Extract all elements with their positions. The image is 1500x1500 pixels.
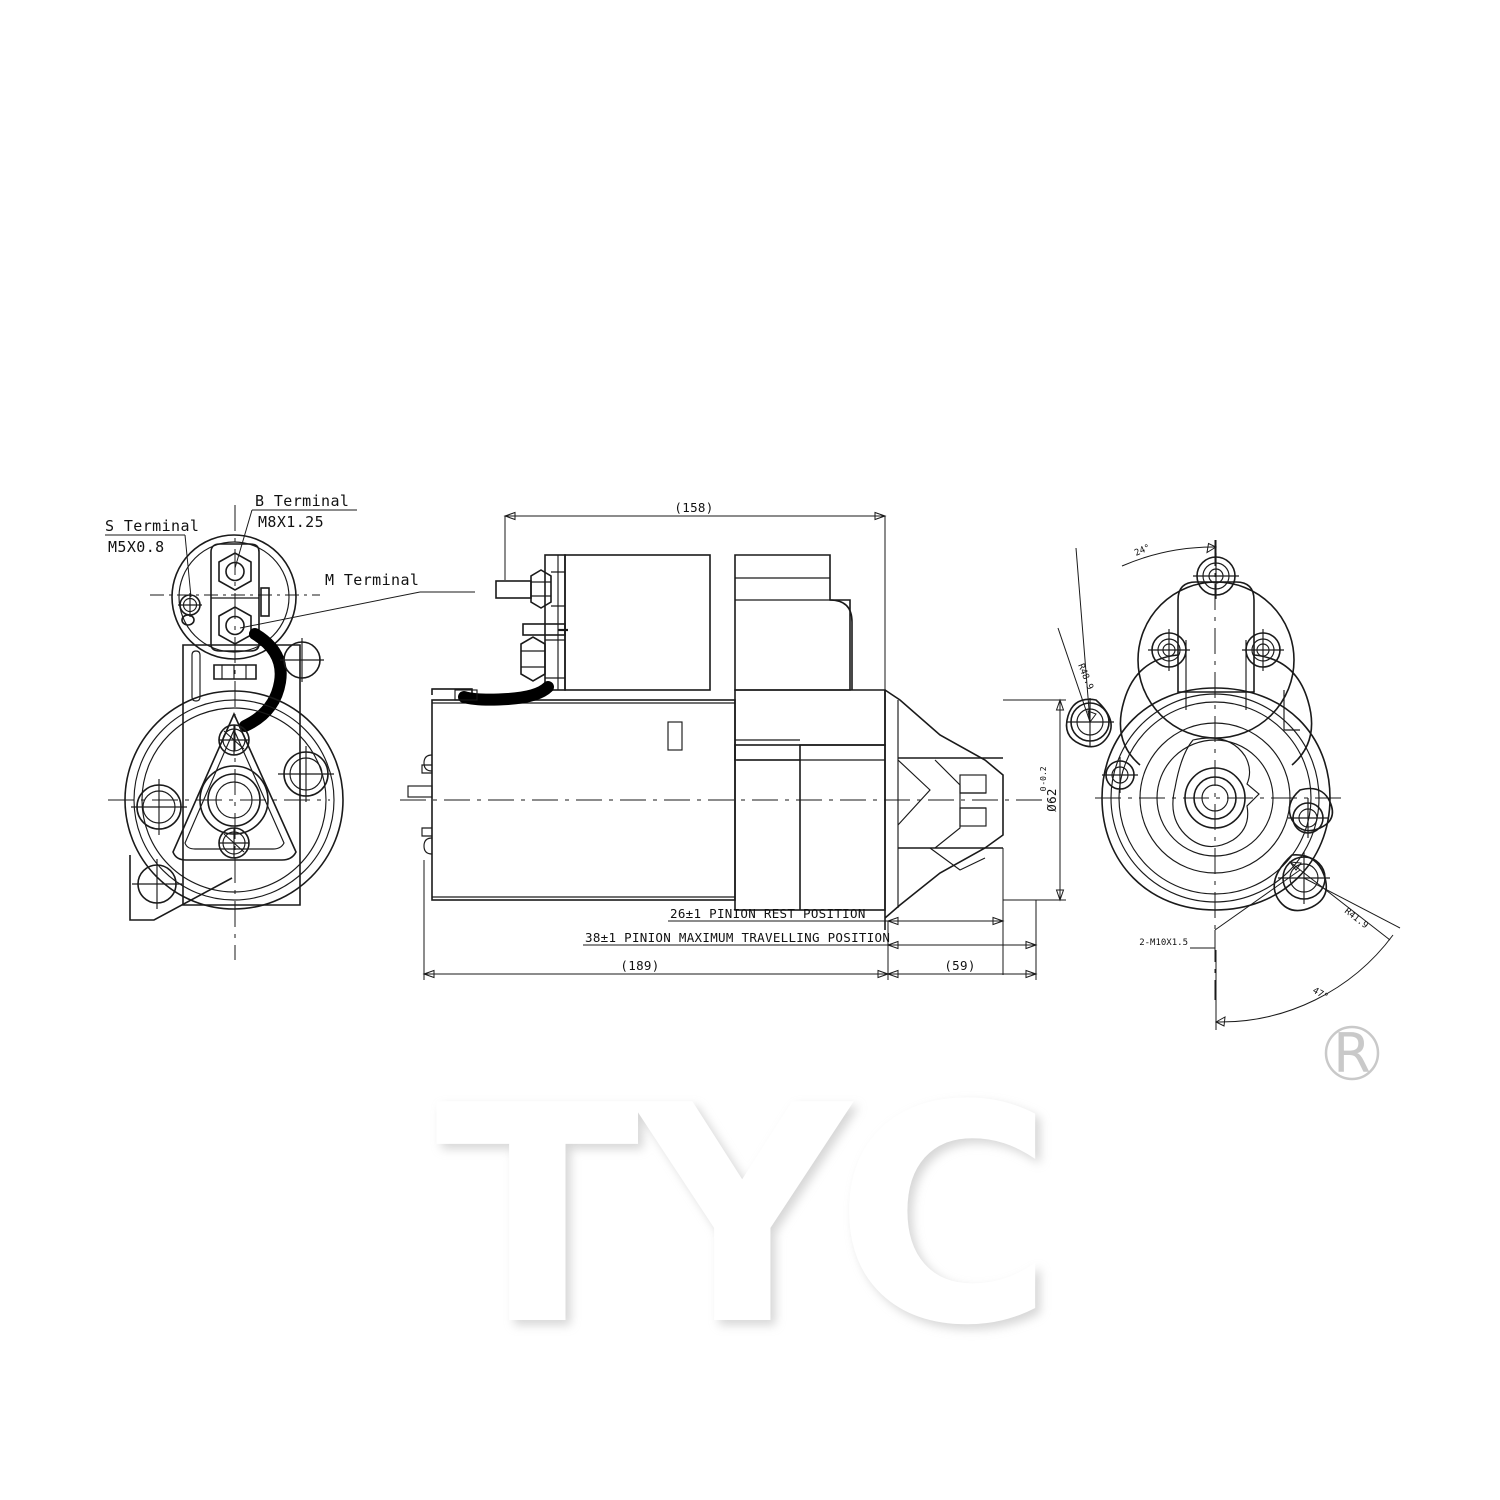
- dimension-label-pinion-rest: 26±1 PINION REST POSITION: [670, 906, 866, 921]
- m-terminal-stud: [225, 615, 245, 636]
- drive-end-ring-1: [1110, 693, 1320, 903]
- pinion-outer-circle: [1184, 767, 1246, 829]
- s-terminal-label-line2: M5X0.8: [108, 538, 165, 556]
- mount-boss-mid-left: [1102, 757, 1138, 793]
- b-terminal-label-line2: M8X1.25: [258, 513, 324, 531]
- dimension-label-pinion-max: 38±1 PINION MAXIMUM TRAVELLING POSITION: [585, 930, 890, 945]
- solenoid-tab: [260, 587, 270, 617]
- dimension-label-189: (189): [620, 958, 659, 973]
- housing-vent-slot: [191, 650, 201, 702]
- drive-end-outer-body: [1101, 687, 1331, 911]
- view-center-side-elevation: (158) Ø62 0 -0.2 26±1 PINION REST POSITI…: [400, 500, 1066, 980]
- motor-body-outer-circle: [124, 690, 344, 910]
- left-end-detail-1: [421, 764, 432, 774]
- annotation-m-terminal: M Terminal: [239, 571, 475, 629]
- s-terminal-lug: [181, 614, 195, 626]
- dimension-tolerance-upper: 0: [1039, 786, 1048, 791]
- drive-end-ring-2: [1118, 701, 1312, 895]
- cable-clamp: [454, 689, 478, 701]
- left-end-detail-2: [421, 827, 432, 837]
- pinion-mid-circle: [1193, 776, 1237, 820]
- motor-body-inner-circle: [133, 699, 335, 901]
- solenoid-bracket-top: [1177, 581, 1255, 693]
- b-terminal-stud: [225, 561, 245, 582]
- registered-trademark-mark: R: [1324, 1022, 1380, 1085]
- center-bore-mid: [207, 773, 261, 827]
- mount-boss-left: [131, 779, 187, 835]
- solenoid-outer-circle: [171, 534, 297, 660]
- b-terminal-nut-side: [530, 569, 552, 609]
- drive-end-ring-4: [1156, 739, 1274, 857]
- dimension-label-158: (158): [674, 500, 713, 515]
- bracket-bolt-right: [1242, 629, 1284, 671]
- nose-inner-detail-2: [929, 847, 986, 871]
- tyc-logo-text: TYC: [435, 1042, 1048, 1391]
- dimension-tolerance-lower: -0.2: [1039, 766, 1048, 785]
- left-shaft-stub: [407, 785, 433, 798]
- annotation-thread-spec: 2-M10X1.5: [1139, 869, 1301, 949]
- gear-housing-fillet: [829, 599, 853, 690]
- mount-boss-mid-right: [1288, 787, 1334, 838]
- dimension-label-59: (59): [944, 958, 975, 973]
- motor-body-ring-circle: [141, 707, 327, 893]
- dimension-pinion-max: 38±1 PINION MAXIMUM TRAVELLING POSITION: [583, 930, 1038, 950]
- registered-mark-letter: R: [1333, 1022, 1371, 1085]
- dimension-angle-47: 47°: [1214, 877, 1401, 1030]
- nose-cone-profile: [884, 689, 1004, 919]
- dimension-label-thread: 2-M10X1.5: [1139, 938, 1188, 948]
- dimension-overall-158: (158): [503, 500, 887, 690]
- through-bolt-top: [218, 724, 250, 756]
- b-terminal-label-line1: B Terminal: [255, 492, 349, 510]
- solenoid-to-yoke-cable: [458, 681, 554, 706]
- b-terminal-stud-side: [495, 580, 532, 599]
- through-bolt-bottom: [218, 827, 250, 859]
- m-terminal-nut-side: [520, 636, 546, 682]
- dimension-pinion-rest: 26±1 PINION REST POSITION: [668, 848, 1005, 975]
- left-end-curve-1: [423, 754, 433, 772]
- drive-end-ring-3: [1139, 722, 1291, 874]
- dimension-nose-diameter: Ø62 0 -0.2: [1003, 698, 1066, 902]
- dimension-overall-length: (189): [422, 860, 890, 980]
- brand-watermark: TYC R: [435, 1022, 1380, 1391]
- annotation-b-terminal: B Terminal M8X1.25: [234, 492, 357, 569]
- dimension-label-diameter62: Ø62: [1044, 788, 1059, 811]
- m-stud-shoulder: [545, 639, 565, 679]
- b-stud-shoulder: [551, 571, 565, 607]
- solenoid-inner-circle: [178, 541, 290, 653]
- cable-connector-block: [213, 664, 257, 680]
- nose-inner-detail-1: [934, 759, 961, 849]
- annotation-s-terminal: S Terminal M5X0.8: [105, 517, 199, 598]
- solenoid-front-flange: [544, 554, 566, 691]
- bracket-bolt-left: [1148, 629, 1190, 671]
- nose-inner-chamfer: [897, 759, 931, 826]
- left-end-curve-2: [423, 837, 433, 855]
- registered-mark-circle: [1324, 1025, 1380, 1081]
- yoke-nameplate-slot: [667, 721, 683, 751]
- housing-step-right: [1283, 690, 1300, 731]
- nose-horizontal-faces: [898, 757, 1003, 849]
- mount-boss-right: [278, 746, 334, 802]
- pinion-bore-circle: [1201, 784, 1229, 812]
- dimension-nose-length: (59): [886, 900, 1038, 980]
- drive-end-inner-lobe: [1172, 737, 1260, 848]
- mount-hole-lower-left: [132, 859, 182, 909]
- b-terminal-hex-nut: [218, 552, 252, 591]
- m-terminal-cable: [239, 628, 287, 732]
- m-terminal-label: M Terminal: [325, 571, 419, 589]
- s-terminal-label-line1: S Terminal: [105, 517, 199, 535]
- lower-mount-ear: [129, 855, 233, 921]
- center-bore-inner: [215, 781, 253, 819]
- end-plate-triangle-outer: [172, 712, 297, 861]
- view-left-commutator-end: S Terminal M5X0.8 B Terminal M8X1.25 M T…: [105, 492, 475, 960]
